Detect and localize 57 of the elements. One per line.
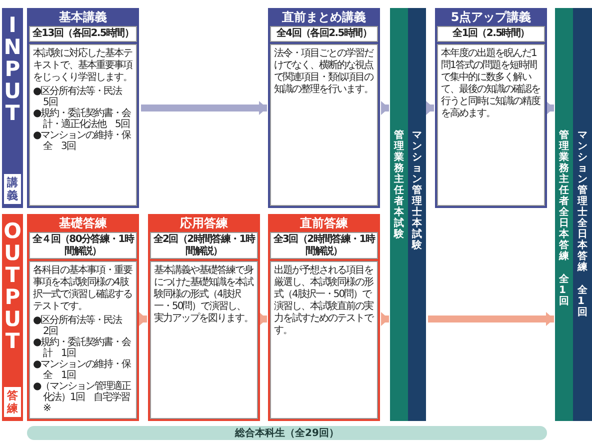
course-card (148, 214, 260, 421)
band-label: OUTPUT (2, 220, 22, 352)
session-count: 全1回（2.5時間） (437, 26, 545, 42)
course-card (27, 8, 139, 208)
list-item: ●規約・委託契約書・会計・適正化法他 5回 (33, 108, 132, 130)
band-tag: 答練 (4, 386, 21, 417)
category-band (2, 8, 23, 208)
card-title: 直前まとめ講義 (281, 9, 367, 26)
list-item: ●区分所有法等・民法 5回 (33, 86, 124, 108)
card-title: 基本講義 (58, 9, 108, 26)
session-count: 全13回（各回2.5時間） (29, 26, 137, 42)
exam-name: 管理業務主任者全日本答練 (559, 130, 569, 262)
course-card (435, 8, 547, 208)
category-band (2, 214, 23, 421)
exam-name: マンション管理士本試験 (412, 130, 422, 251)
course-bar (27, 426, 547, 440)
description-text: 出題が予想される項目を厳選し、本試験同様の形式（4肢択一・50問）で演習し、本試験直前の実力を試すためのテストです。 (274, 265, 374, 337)
list-item: ●マンションの維持・保全 3回 (33, 130, 132, 152)
list-item: ●（マンション管理適正化法）1回 自宅学習※ (33, 381, 132, 414)
session-count: 全4回（各回2.5時間） (270, 26, 378, 42)
exam-count: 全1回 (578, 285, 588, 318)
card-title: 基礎答練 (58, 215, 108, 232)
arrow (381, 312, 389, 326)
exam-name: 管理業務主任者本試験 (394, 130, 404, 240)
arrow (426, 101, 434, 115)
session-count: 全４回（80分答練・1時間解説） (29, 232, 137, 259)
arrow (259, 312, 267, 326)
arrow (381, 101, 389, 115)
list-item: ●区分所有法等・民法 2回 (33, 315, 124, 337)
description-text: 本試験に対応した基本テキストで、基本重要事項をじっくり学習します。 (33, 48, 133, 84)
card-title: 5点アップ講義 (450, 9, 532, 26)
exam-column (573, 8, 592, 421)
description-text: 本年度の出題を睨んだ1問1答式の問題を短時間で集中的に数多く解いて、最後の知識の確認を行うと同時に知識の精度を高めます。 (441, 48, 541, 120)
arrow (428, 312, 554, 326)
course-card (268, 8, 380, 208)
band-label: INPUT (2, 14, 22, 124)
description-text: 基本講義や基礎答練で身につけた基礎知識を本試験同様の形式（4肢択一・50問）で演習し、実力アップを図ります。 (154, 265, 254, 325)
card-title: 応用答練 (179, 215, 229, 232)
arrow (141, 101, 267, 115)
arrow (139, 312, 147, 326)
description-text: 法令・項目ごとの学習だけでなく、横断的な視点で関連項目・類似項目の知識の整理を行います。 (274, 48, 374, 96)
exam-name: マンション管理士全日本答練 (578, 130, 588, 273)
exam-column (555, 8, 573, 421)
list-item: ●マンションの維持・保全 1回 (33, 359, 132, 381)
arrow (546, 101, 554, 115)
session-count: 全2回（2時間答練・1時間解説） (150, 232, 258, 259)
card-title: 直前答練 (299, 215, 349, 232)
exam-column (408, 8, 426, 421)
band-tag: 講義 (4, 174, 21, 204)
list-item: ●規約・委託契約書・会計 1回 (33, 337, 132, 359)
course-card (268, 214, 380, 421)
course-card (27, 214, 139, 421)
description-text: 各科目の基本事項・重要事項を本試験同様の4肢択一式で演習し確認するテストです。 (33, 265, 133, 313)
exam-column (390, 8, 408, 421)
exam-count: 全1回 (559, 274, 569, 307)
session-count: 全3回（2時間答練・1時間解説） (270, 232, 378, 259)
course-total: 総合本科生（全29回） (235, 426, 339, 440)
